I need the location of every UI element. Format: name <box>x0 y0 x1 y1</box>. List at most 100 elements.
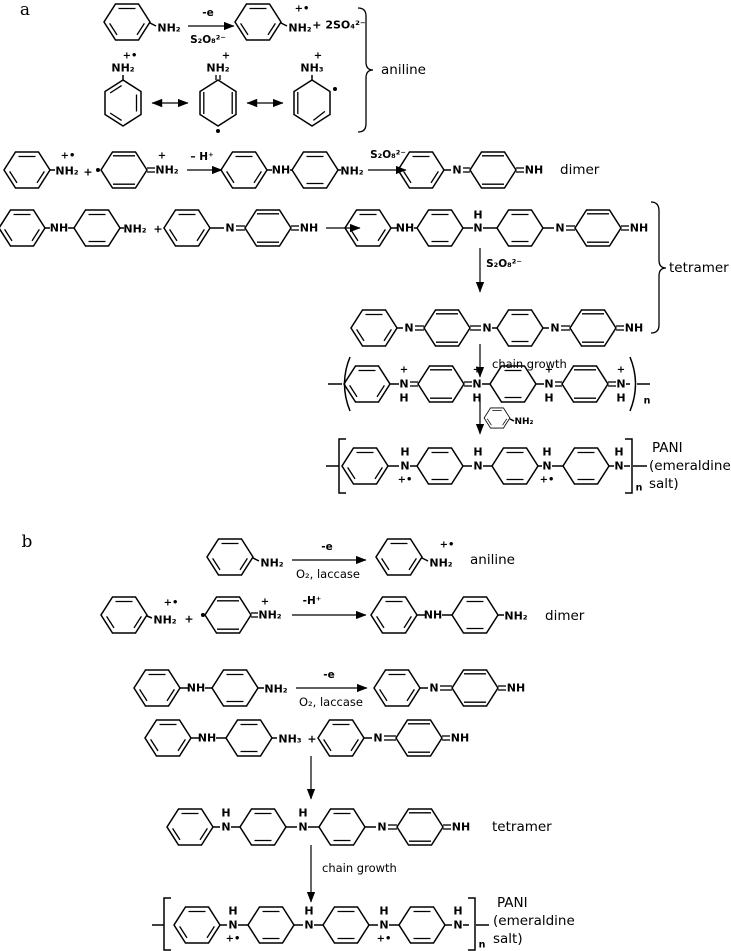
structure-tetramer-oxidized: N N N NH <box>350 309 643 347</box>
reaction-arrow-a3a: – H⁺ <box>187 151 223 175</box>
plus-charge: + <box>400 365 408 376</box>
h-label: H <box>614 446 623 459</box>
pani-line2: (emeraldine <box>493 913 575 929</box>
close-paren <box>629 356 637 412</box>
resonance-structure-1: +• NH₂ <box>104 51 142 127</box>
plus-radical-charge: +• <box>440 540 455 551</box>
laccase-label: O₂, laccase <box>299 695 363 709</box>
h-label: H <box>399 392 408 405</box>
phenylene-ring <box>398 906 446 944</box>
resonance-structure-3: + NH₃ <box>293 51 337 127</box>
structure-dimer-oxidized-b4: N NH <box>317 719 469 757</box>
n-label: N <box>473 222 482 235</box>
benzene-ring <box>173 906 221 944</box>
persulfate-label: S₂O₈²⁻ <box>190 34 226 46</box>
n-label: N <box>616 378 625 391</box>
n-label: N <box>544 378 553 391</box>
structure-dimer-reduced: NH NH₂ <box>220 151 364 189</box>
structure-dimer-oxidized: N NH <box>397 151 543 189</box>
phenylene-ring <box>247 906 295 944</box>
aniline-brace <box>357 7 374 133</box>
panel-a-label: a <box>20 0 30 20</box>
amine-label: NH₂ <box>260 557 283 570</box>
laccase-label: O₂, laccase <box>296 567 360 581</box>
benzene-ring <box>370 596 418 634</box>
phenylene-ring <box>496 309 544 347</box>
radical-dot <box>96 168 100 172</box>
structure-dimer-protonated-b4: NH NH₃ <box>144 719 302 757</box>
phenylene-ring <box>322 906 370 944</box>
quinoid-ring <box>417 365 465 403</box>
phenylene-ring <box>562 447 610 485</box>
nh-label: NH <box>625 322 643 335</box>
n-label: N <box>429 682 438 695</box>
h-label: H <box>379 905 388 918</box>
amine-label: NH₂ <box>153 614 176 627</box>
h-label: H <box>221 807 230 820</box>
open-bracket <box>163 897 171 951</box>
pani-line1: PANI <box>497 895 528 911</box>
tetramer-caption-b: tetramer <box>492 819 552 835</box>
benzene-ring <box>0 209 46 247</box>
amine-label: NH₂ <box>340 165 363 178</box>
structure-dimer-b: NH NH₂ <box>370 596 528 634</box>
reaction-arrow-b2: -H⁺ <box>292 595 367 620</box>
quinoid-ring <box>199 79 237 127</box>
structure-dimer-oxidized-b: N NH <box>373 669 525 707</box>
h-label: H <box>616 392 625 405</box>
structure-radical-cation-reactant-b: +• NH₂ <box>100 596 179 634</box>
h-label: H <box>473 446 482 459</box>
quinoid-ring <box>244 209 292 247</box>
plus-radical-charge: +• <box>540 475 555 486</box>
n-label: N <box>373 732 382 745</box>
quinoid-ring <box>100 151 148 189</box>
quinoid-ring <box>574 209 622 247</box>
h-label: H <box>544 392 553 405</box>
structure-pani-a: N H +• N H N H +• N H n <box>326 438 647 494</box>
minus-e-label: -e <box>323 669 334 681</box>
n-label: N <box>225 222 234 235</box>
benzene-ring <box>166 808 214 846</box>
h-label: H <box>542 446 551 459</box>
radical-dot <box>333 87 337 91</box>
reaction-arrow-b3: -e O₂, laccase <box>296 669 368 709</box>
n-label: N <box>452 164 461 177</box>
h-label: H <box>473 209 482 222</box>
plus-sign: + <box>153 223 162 236</box>
close-bracket <box>468 897 476 951</box>
n-label: N <box>472 378 481 391</box>
nh-label: NH <box>452 821 470 834</box>
chain-growth-label: chain growth <box>492 357 567 371</box>
n-label: N <box>555 222 564 235</box>
structure-dimer-reduced-reactant: NH NH₂ <box>0 209 147 247</box>
benzene-ring <box>133 669 181 707</box>
n-index: n <box>479 940 486 951</box>
nh-label: NH <box>396 222 414 235</box>
pani-line2: (emeraldine <box>649 458 731 474</box>
amine-label: NH₂ <box>288 22 311 35</box>
pani-line3: salt) <box>649 476 679 492</box>
amine-label: NH₂ <box>123 223 146 236</box>
phenylene-ring <box>211 669 259 707</box>
persulfate-label: S₂O₈²⁻ <box>370 149 406 161</box>
close-bracket <box>625 438 633 494</box>
ammonium-label: NH₃ <box>278 733 301 746</box>
aniline-caption: aniline <box>381 62 426 78</box>
plus-radical-charge: +• <box>398 475 413 486</box>
plus-charge: + <box>222 51 230 62</box>
chain-growth-label: chain growth <box>322 861 397 875</box>
oxidation-arrow-down-a: S₂O₈²⁻ <box>475 248 522 293</box>
structure-pani-b: N H +• N H N H +• N H n <box>152 897 489 951</box>
amine-label: NH₂ <box>206 62 229 75</box>
pani-caption-a: PANI (emeraldine salt) <box>649 440 731 492</box>
plus-radical-charge: +• <box>377 934 392 945</box>
nh-label: NH <box>525 164 543 177</box>
phenylene-ring <box>416 447 464 485</box>
benzene-ring <box>317 719 365 757</box>
structure-radical-cation-reactant: +• NH₂ <box>3 151 79 189</box>
quinoid-ring <box>569 309 617 347</box>
plus-radical-charge: +• <box>164 598 179 609</box>
plus-sign: + <box>307 733 316 746</box>
benzene-ring <box>206 538 254 576</box>
n-label: N <box>399 378 408 391</box>
